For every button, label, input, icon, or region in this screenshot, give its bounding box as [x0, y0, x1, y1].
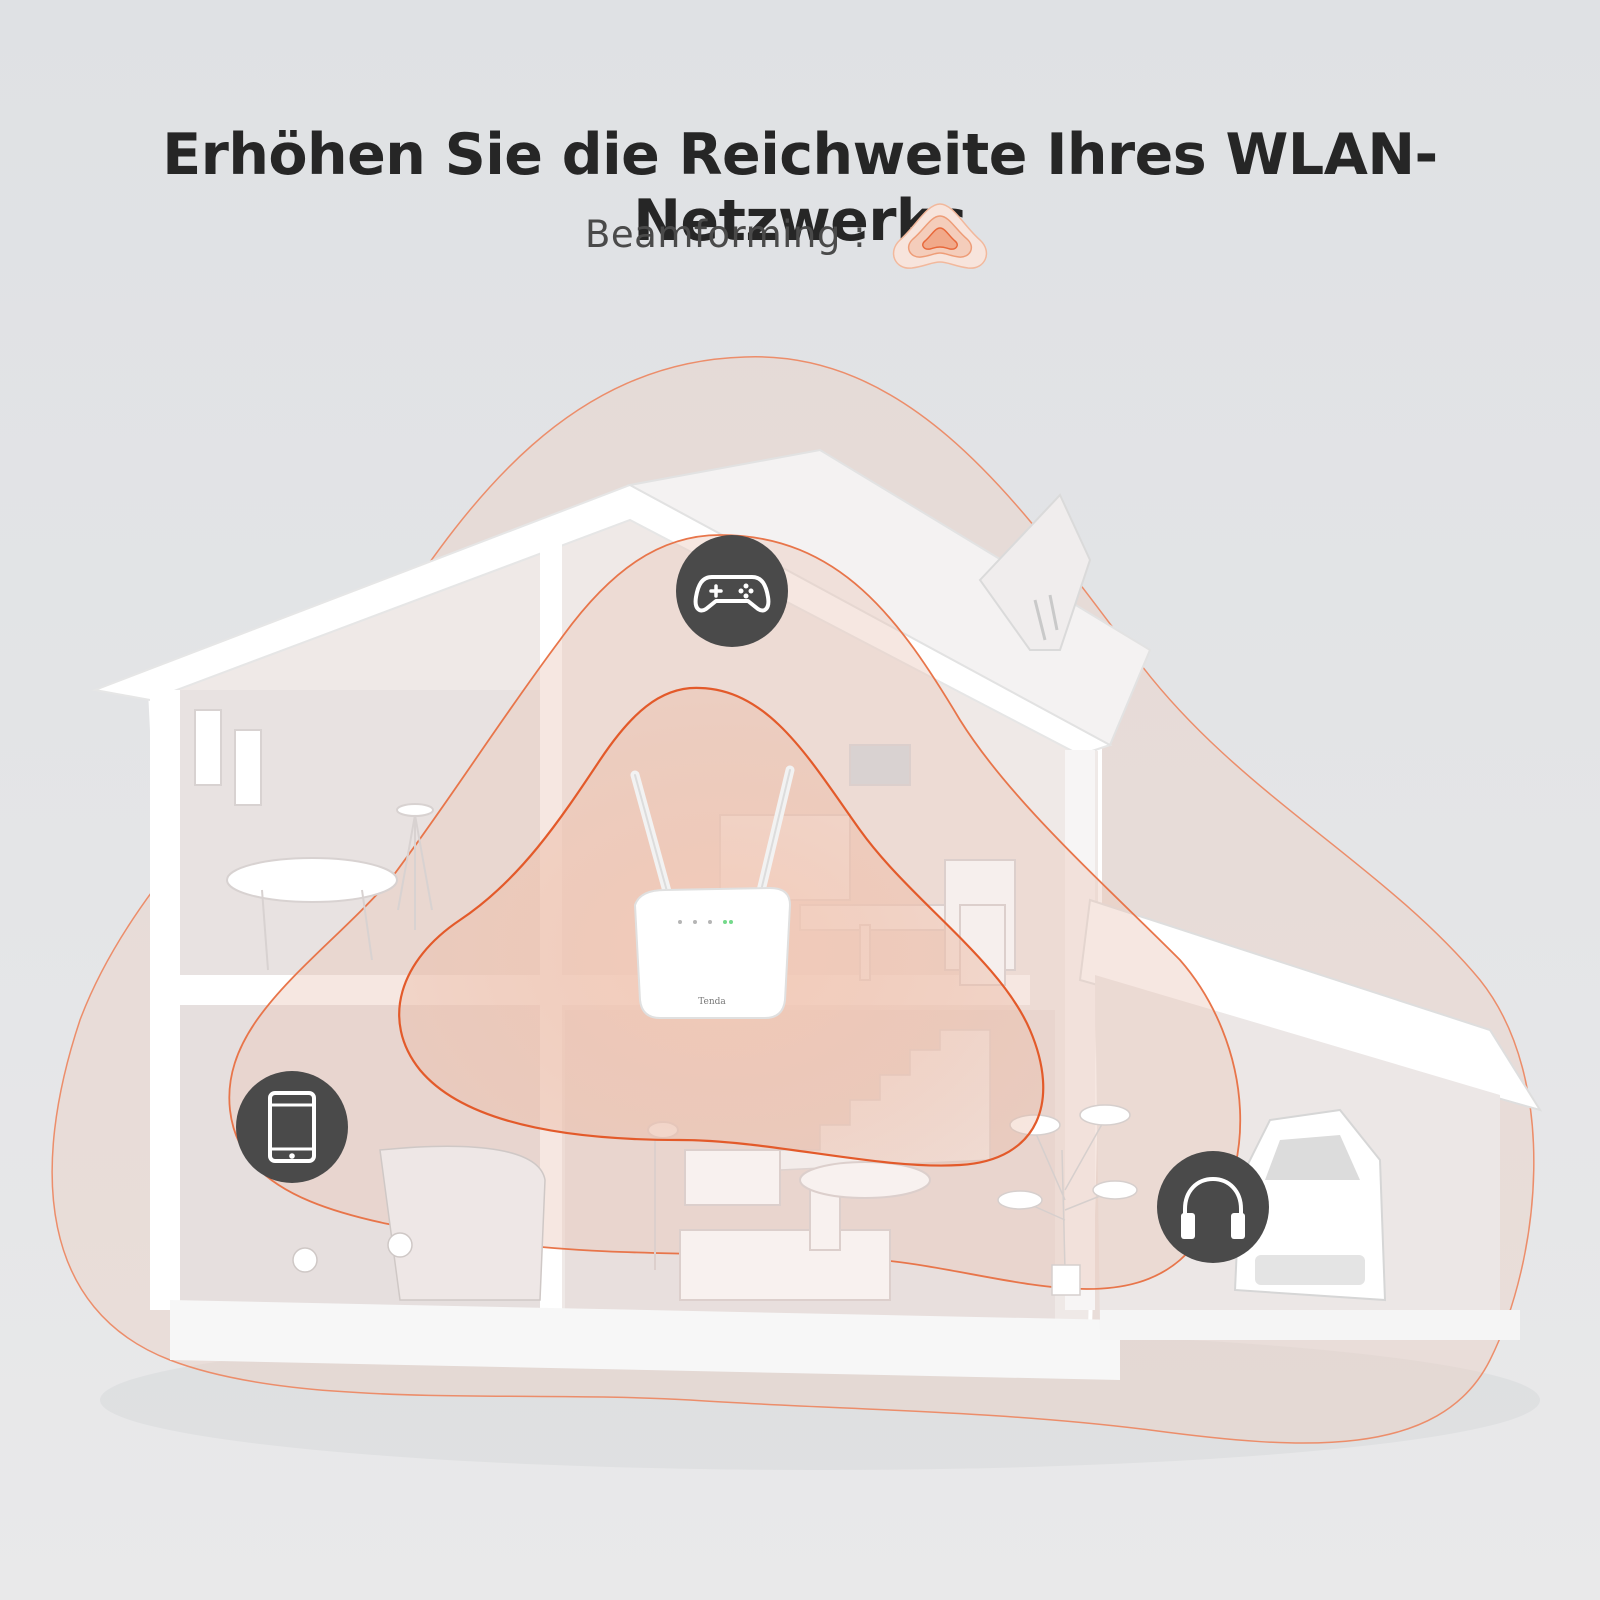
smartphone-icon — [268, 1091, 316, 1163]
smartphone-badge — [236, 1071, 348, 1183]
headphones-badge — [1157, 1151, 1269, 1263]
roof-side — [627, 448, 1152, 747]
beamforming-legend-icon — [892, 203, 988, 269]
garage-floor — [1100, 1310, 1520, 1340]
base-slab — [170, 1300, 1120, 1380]
page-title: Erhöhen Sie die Reichweite Ihres WLAN-Ne… — [162, 122, 1438, 254]
router-illustration: Tenda — [630, 765, 795, 1019]
plant-illustration — [997, 1104, 1138, 1296]
car-illustration — [1233, 1108, 1387, 1302]
gamepad-badge — [676, 535, 788, 647]
headphones-icon — [1181, 1176, 1245, 1239]
beamforming-label: Beamforming : — [585, 213, 867, 256]
lower-left-items — [292, 1145, 546, 1301]
garage-roof — [1078, 898, 1543, 1112]
right-wall — [1065, 750, 1095, 1310]
router-brand-text: Tenda — [698, 997, 726, 1007]
gamepad-icon — [693, 575, 771, 613]
dormer — [978, 493, 1092, 651]
furniture-upper-left — [194, 709, 434, 971]
